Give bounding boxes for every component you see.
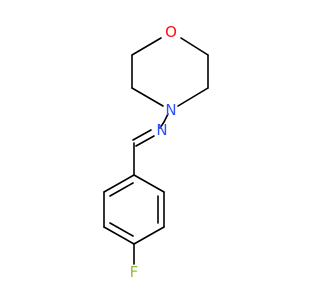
bond-c3-n bbox=[131, 87, 164, 107]
atom-labels: O N N F bbox=[130, 23, 177, 281]
fluorine-label: F bbox=[130, 263, 139, 281]
bond-n-n-2 bbox=[159, 121, 165, 129]
bond-imine-1 bbox=[132, 129, 152, 141]
bond-n-n bbox=[163, 113, 169, 123]
bond-ar-inner-1 bbox=[109, 182, 134, 197]
bond-imine-2 bbox=[135, 135, 155, 147]
oxygen-label: O bbox=[165, 23, 177, 41]
bond-ar1-ar6 bbox=[133, 174, 165, 193]
bonds bbox=[103, 37, 209, 265]
bond-ar5-ar4 bbox=[133, 226, 165, 245]
imine-nitrogen-label: N bbox=[156, 121, 167, 139]
bond-o-c2 bbox=[180, 37, 209, 56]
ring-nitrogen-label: N bbox=[165, 101, 176, 119]
bond-c4-n bbox=[177, 87, 209, 107]
bond-ar-inner-3 bbox=[109, 222, 134, 237]
bond-ar1-ar2 bbox=[103, 174, 135, 193]
molecule-structure: O N N F bbox=[103, 23, 209, 281]
bond-ar3-ar4 bbox=[103, 226, 135, 245]
bond-o-c1 bbox=[131, 37, 162, 56]
